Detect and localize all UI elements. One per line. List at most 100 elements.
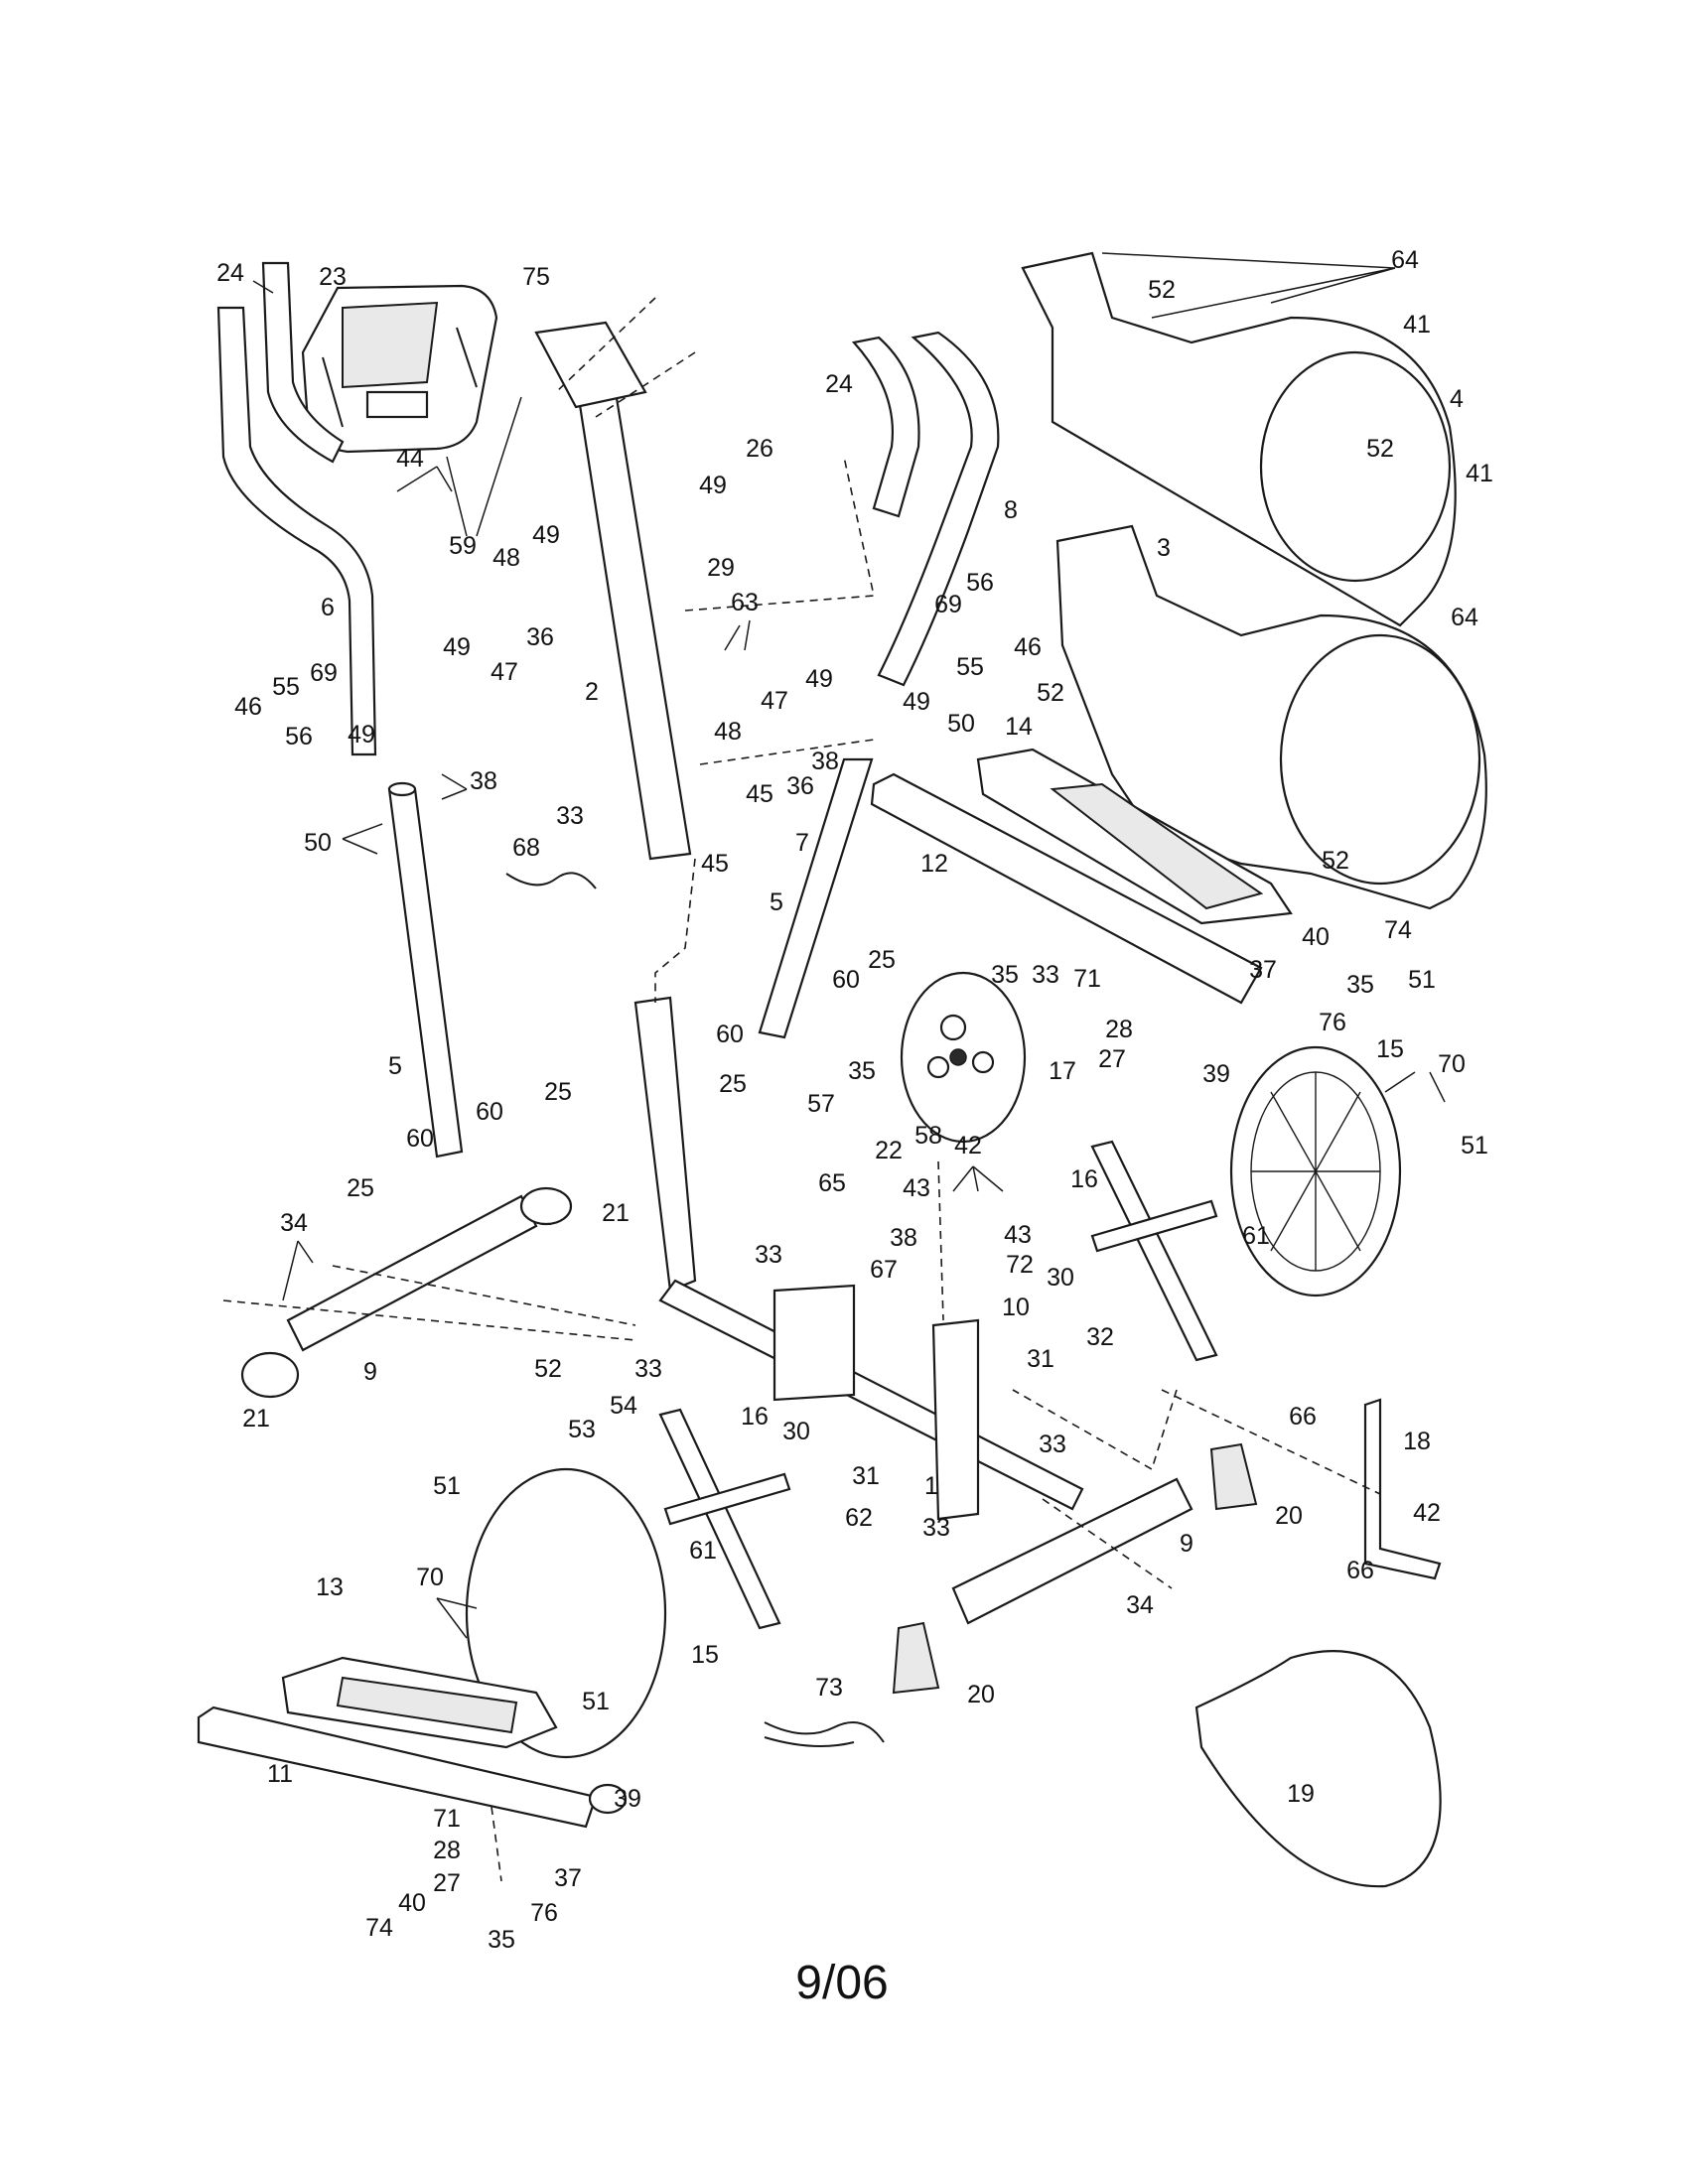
part-callout: 3: [1157, 534, 1171, 562]
part-callout: 39: [614, 1785, 641, 1813]
part-callout: 71: [433, 1805, 461, 1833]
left-disc-cover: [465, 1467, 667, 1759]
part-callout: 19: [1287, 1780, 1315, 1808]
part-callout: 43: [903, 1174, 930, 1202]
right-pedal-assembly: [870, 748, 1293, 1005]
part-callout: 26: [746, 435, 773, 463]
part-callout: 21: [602, 1199, 630, 1227]
part-callout: 59: [449, 532, 477, 560]
part-callout: 51: [582, 1688, 610, 1715]
part-callout: 15: [1376, 1035, 1404, 1063]
part-callout: 35: [991, 961, 1019, 989]
part-callout: 40: [398, 1889, 426, 1917]
part-callout: 50: [947, 710, 975, 738]
part-callout: 44: [396, 445, 424, 473]
part-callout: 52: [1148, 276, 1176, 304]
part-callout: 32: [1086, 1323, 1114, 1351]
part-callout: 47: [491, 658, 518, 686]
part-callout: 53: [568, 1416, 596, 1443]
right-disc-cover: [1229, 1045, 1402, 1297]
part-callout: 21: [242, 1405, 270, 1433]
part-callout: 23: [319, 263, 347, 291]
part-callout: 64: [1391, 246, 1419, 274]
part-callout: 5: [388, 1052, 402, 1080]
part-callout: 33: [1032, 961, 1059, 989]
part-callout: 33: [634, 1355, 662, 1383]
part-callout: 68: [512, 834, 540, 862]
part-callout: 60: [476, 1098, 503, 1126]
part-callout: 25: [719, 1070, 747, 1098]
part-callout: 39: [1202, 1060, 1230, 1088]
part-callout: 30: [1047, 1264, 1074, 1292]
part-callout: 35: [1346, 971, 1374, 999]
left-lower-arm: [387, 781, 464, 1159]
part-callout: 24: [825, 370, 853, 398]
part-callout: 72: [1006, 1251, 1034, 1279]
part-callout: 75: [522, 263, 550, 291]
part-callout: 51: [1461, 1132, 1488, 1160]
left-upper-handlebar: [216, 261, 377, 756]
part-callout: 48: [492, 544, 520, 572]
part-callout: 71: [1073, 965, 1101, 993]
part-callout: 29: [707, 554, 735, 582]
part-callout: 33: [556, 802, 584, 830]
front-upright-post: [534, 321, 692, 861]
part-callout: 69: [310, 659, 338, 687]
right-upper-handlebar: [851, 331, 1000, 687]
part-callout: 52: [1366, 435, 1394, 463]
part-callout: 33: [755, 1241, 782, 1269]
part-callout: 38: [470, 767, 497, 795]
part-callout: 24: [216, 259, 244, 287]
part-callout: 30: [782, 1418, 810, 1445]
part-callout: 16: [1070, 1165, 1098, 1193]
part-callout: 51: [433, 1472, 461, 1500]
part-callout: 69: [934, 591, 962, 618]
part-callout: 56: [285, 723, 313, 751]
part-callout: 58: [914, 1122, 942, 1150]
part-callout: 47: [761, 687, 788, 715]
part-callout: 66: [1289, 1403, 1317, 1431]
part-callout: 66: [1346, 1557, 1374, 1584]
part-callout: 40: [1302, 923, 1330, 951]
part-callout: 25: [347, 1174, 374, 1202]
part-callout: 31: [1027, 1345, 1054, 1373]
part-callout: 76: [530, 1899, 558, 1927]
part-callout: 33: [922, 1514, 950, 1542]
pulley-wheel: [900, 971, 1027, 1144]
stabilizer-bracket: [1363, 1398, 1442, 1580]
part-callout: 46: [1014, 633, 1042, 661]
part-callout: 76: [1319, 1009, 1346, 1036]
part-callout: 25: [544, 1078, 572, 1106]
footer-date: 9/06: [795, 1957, 889, 2009]
part-callout: 37: [554, 1864, 582, 1892]
part-callout: 25: [868, 946, 896, 974]
part-callout: 27: [1098, 1045, 1126, 1073]
part-callout: 70: [1438, 1050, 1466, 1078]
part-callout: 35: [488, 1926, 515, 1954]
part-callout: 35: [848, 1057, 876, 1085]
part-callout: 34: [280, 1209, 308, 1237]
part-callout: 49: [903, 688, 930, 716]
wire-harnesses: [505, 872, 885, 1747]
part-callout: 63: [731, 589, 759, 616]
part-callout: 22: [875, 1137, 903, 1164]
part-callout: 36: [526, 623, 554, 651]
part-callout: 73: [815, 1674, 843, 1702]
part-callout: 1: [924, 1472, 938, 1500]
part-callout: 12: [920, 850, 948, 878]
main-frame: [633, 996, 1084, 1521]
part-callout: 42: [1413, 1499, 1441, 1527]
left-pedal-assembly: [197, 1656, 628, 1829]
part-callout: 52: [1322, 847, 1349, 875]
part-callout: 64: [1451, 604, 1478, 631]
part-callout: 36: [786, 772, 814, 800]
drive-belt: [1194, 1650, 1442, 1888]
part-callout: 2: [585, 678, 599, 706]
part-callout: 18: [1403, 1428, 1431, 1455]
part-callout: 10: [1002, 1294, 1030, 1321]
part-callout: 49: [805, 665, 833, 693]
part-callout: 9: [363, 1358, 377, 1386]
part-callout: 55: [272, 673, 300, 701]
